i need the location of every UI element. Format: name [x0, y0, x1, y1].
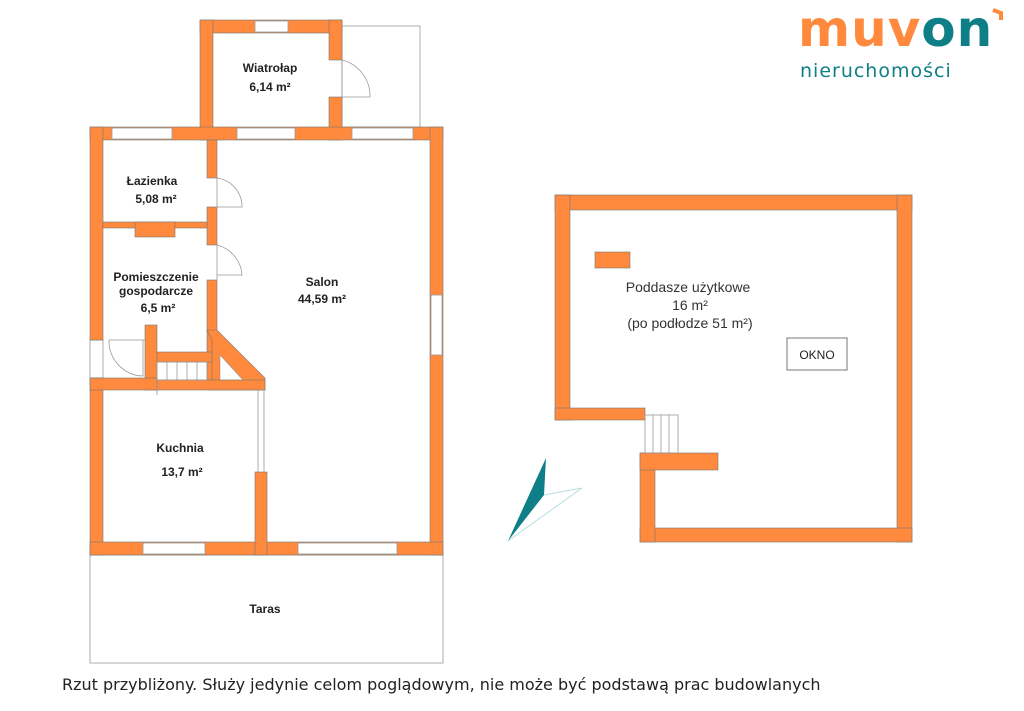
room-name-wiatrolap: Wiatrołap — [243, 61, 298, 75]
logo-text-orange: muv — [798, 0, 922, 58]
room-name-salon: Salon — [306, 275, 339, 289]
room-area-salon: 44,59 m² — [298, 292, 346, 306]
attic-walls — [554, 194, 913, 543]
compass-icon — [507, 458, 583, 542]
room-name-taras: Taras — [249, 602, 280, 616]
doors — [108, 59, 371, 377]
room-name-kuchnia: Kuchnia — [156, 441, 204, 455]
stairs — [156, 361, 208, 395]
side-entrance-outline — [89, 339, 104, 379]
attic-area: 16 m² — [672, 297, 708, 313]
window-label: OKNO — [799, 348, 834, 362]
logo-mark-icon — [992, 8, 1003, 20]
room-name-utility-2: gospodarcze — [119, 284, 193, 298]
logo-text-teal: on — [921, 0, 994, 58]
room-area-utility: 6,5 m² — [141, 301, 176, 315]
attic-stairs — [644, 414, 679, 454]
logo: muvon — [798, 4, 993, 54]
room-name-lazienka: Łazienka — [127, 174, 178, 188]
window-box — [786, 337, 848, 371]
attic-floor-area: (po podłodze 51 m²) — [627, 315, 752, 331]
room-name-utility-1: Pomieszczenie — [113, 270, 199, 284]
logo-subtitle: nieruchomości — [800, 60, 952, 82]
room-area-wiatrolap: 6,14 m² — [249, 80, 290, 94]
porch-outline — [341, 25, 421, 128]
ground-floor-walls — [89, 19, 444, 556]
room-area-lazienka: 5,08 m² — [135, 192, 176, 206]
room-area-kuchnia: 13,7 m² — [161, 465, 202, 479]
disclaimer-caption: Rzut przybliżony. Służy jedynie celom po… — [62, 675, 821, 694]
attic-title: Poddasze użytkowe — [626, 279, 751, 295]
